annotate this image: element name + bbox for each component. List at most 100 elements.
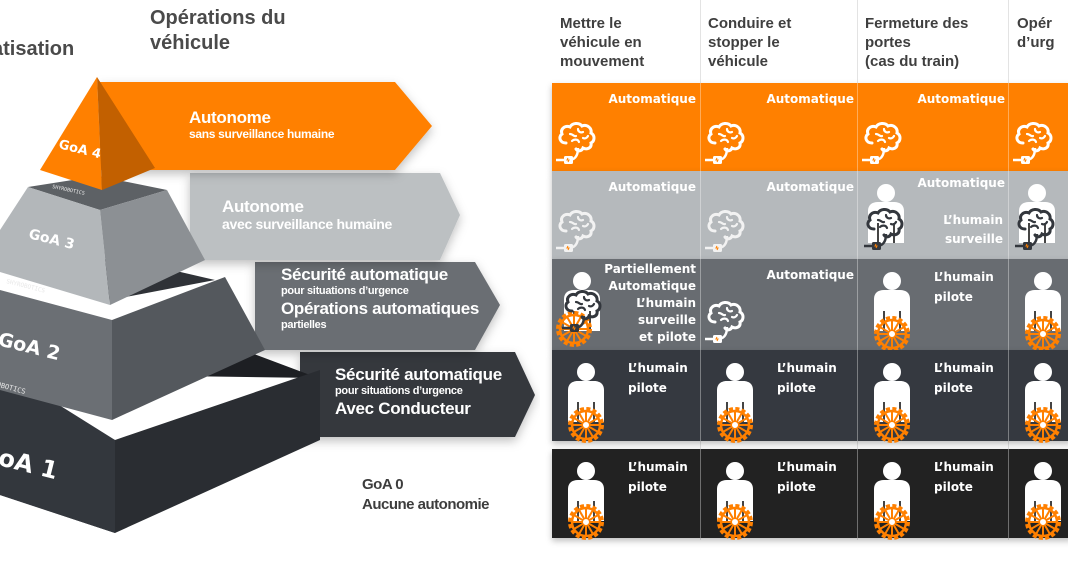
table-cell: Automatique bbox=[700, 259, 858, 350]
table-cell: L’humain pilote bbox=[857, 259, 1009, 352]
goa1-description-line1: Sécurité automatique bbox=[335, 365, 502, 384]
goa3-right-face bbox=[100, 190, 205, 305]
column-header-emergency-ops: Opér d’urg bbox=[1017, 14, 1055, 52]
table-cell: Automatique bbox=[700, 83, 858, 171]
goa2-right-face bbox=[112, 277, 265, 420]
cell-label: Automatique bbox=[608, 279, 696, 293]
cell-label: pilote bbox=[934, 290, 973, 304]
goa2-description-line2: pour situations d’urgence bbox=[281, 285, 409, 297]
cell-label: Automatique bbox=[766, 268, 854, 282]
column-header-line: Mettre le bbox=[560, 15, 622, 32]
table-cell bbox=[1008, 83, 1068, 171]
column-header-door-closing: Fermeture des portes (cas du train) bbox=[865, 14, 968, 71]
vehicle-operations-title-line2: véhicule bbox=[150, 32, 231, 54]
table-cell: L’humain pilote bbox=[857, 449, 1009, 540]
human-wheel-icon bbox=[1017, 269, 1068, 352]
table-cell bbox=[1008, 171, 1068, 259]
human-wheel-icon bbox=[1017, 459, 1068, 540]
goa0-subtitle: Aucune autonomie bbox=[362, 496, 490, 513]
table-cell: L’humain pilote bbox=[700, 350, 858, 443]
vehicle-operations-title-line1: Opérations du bbox=[150, 7, 286, 29]
cell-label: Automatique bbox=[917, 92, 1005, 106]
brain-icon bbox=[1009, 117, 1061, 174]
cell-label: L’humain bbox=[628, 361, 688, 375]
human-brain-icon bbox=[860, 181, 912, 256]
cell-label: pilote bbox=[628, 480, 667, 494]
column-header-line: Opér bbox=[1017, 15, 1053, 32]
human-wheel-icon bbox=[1017, 360, 1068, 443]
goa2-description-line3: Opérations automatiques bbox=[281, 299, 480, 318]
table-cell: L’humain pilote bbox=[552, 449, 700, 540]
human-wheel-icon bbox=[866, 269, 918, 352]
cell-label: L’humain bbox=[943, 213, 1003, 227]
cell-label: Automatique bbox=[766, 180, 854, 194]
goa1-arrow-band bbox=[300, 352, 535, 437]
table-cell: L’humain pilote bbox=[552, 350, 700, 443]
table-cell: Automatique bbox=[857, 83, 1009, 171]
human-wheel-icon bbox=[709, 360, 761, 443]
brain-icon bbox=[701, 296, 753, 353]
brain-icon bbox=[552, 117, 604, 174]
goa-pyramid-diagram: SHYROBOTICS SHYROBOTICS SHYROBOTICS GoA … bbox=[0, 77, 535, 533]
brain-icon bbox=[701, 205, 753, 262]
goa2-arrow-band bbox=[255, 262, 500, 350]
brain-icon bbox=[701, 117, 753, 174]
goa3-top-face bbox=[28, 176, 167, 210]
automation-level-title: atisation bbox=[0, 38, 75, 60]
cell-label: pilote bbox=[777, 381, 816, 395]
human-wheel-icon bbox=[709, 459, 761, 540]
goa1-right-face bbox=[115, 370, 320, 533]
cell-label: L’humain bbox=[777, 361, 837, 375]
goa4-description-subtitle: sans surveillance humaine bbox=[189, 127, 335, 141]
cell-label: Automatique bbox=[608, 92, 696, 106]
cell-label: pilote bbox=[628, 381, 667, 395]
table-cell bbox=[1008, 449, 1068, 540]
goa4-arrow-band bbox=[100, 82, 432, 170]
cell-label: L’humain bbox=[934, 361, 994, 375]
column-header-drive-stop: Conduire et stopper le véhicule bbox=[708, 14, 791, 71]
goa2-description-line1: Sécurité automatique bbox=[281, 265, 448, 284]
goa4-description: Autonome sans surveillance humaine bbox=[189, 108, 335, 142]
cell-label: Partiellement bbox=[604, 262, 696, 276]
goa3-arrow-band bbox=[190, 173, 460, 260]
goa1-description-line3: Avec Conducteur bbox=[335, 399, 471, 418]
column-header-line: Conduire et bbox=[708, 15, 792, 32]
human-wheel-icon bbox=[866, 459, 918, 540]
column-header-line: stopper le bbox=[708, 34, 780, 51]
human-wheel-icon bbox=[560, 459, 612, 540]
goa4-description-title: Autonome bbox=[189, 108, 271, 127]
cell-label: L’humain bbox=[628, 460, 688, 474]
cell-label: Automatique bbox=[766, 92, 854, 106]
goa3-description-subtitle: avec surveillance humaine bbox=[222, 216, 392, 232]
goa3-description-title: Autonome bbox=[222, 197, 304, 216]
cell-label: pilote bbox=[934, 480, 973, 494]
table-cell bbox=[1008, 350, 1068, 443]
cell-label: surveille bbox=[944, 232, 1003, 246]
column-header-line: véhicule bbox=[708, 53, 769, 70]
column-header-line: (cas du train) bbox=[865, 53, 960, 70]
cell-label: L’humain bbox=[934, 270, 994, 284]
goa0-description: GoA 0 Aucune autonomie bbox=[362, 475, 490, 515]
cell-label: L’humain bbox=[934, 460, 994, 474]
brain-icon bbox=[552, 205, 604, 262]
table-cell: Automatique bbox=[552, 83, 700, 171]
human-brain-icon bbox=[1011, 181, 1063, 256]
cell-label: Automatique bbox=[917, 176, 1005, 190]
cell-label: L’humain bbox=[636, 296, 696, 310]
human-brain-wheel-icon bbox=[556, 269, 608, 347]
cell-label: et pilote bbox=[639, 330, 696, 344]
table-cell: Automatique bbox=[552, 171, 700, 259]
goa2-left-face bbox=[0, 290, 112, 420]
table-cell: L’humain pilote bbox=[857, 350, 1009, 443]
column-header-line: d’urg bbox=[1017, 34, 1055, 51]
goa1-description-line2: pour situations d’urgence bbox=[335, 385, 463, 397]
cell-label: pilote bbox=[934, 381, 973, 395]
table-cell bbox=[1008, 259, 1068, 352]
column-header-line: Fermeture des bbox=[865, 15, 969, 32]
column-header-line: mouvement bbox=[560, 53, 645, 70]
